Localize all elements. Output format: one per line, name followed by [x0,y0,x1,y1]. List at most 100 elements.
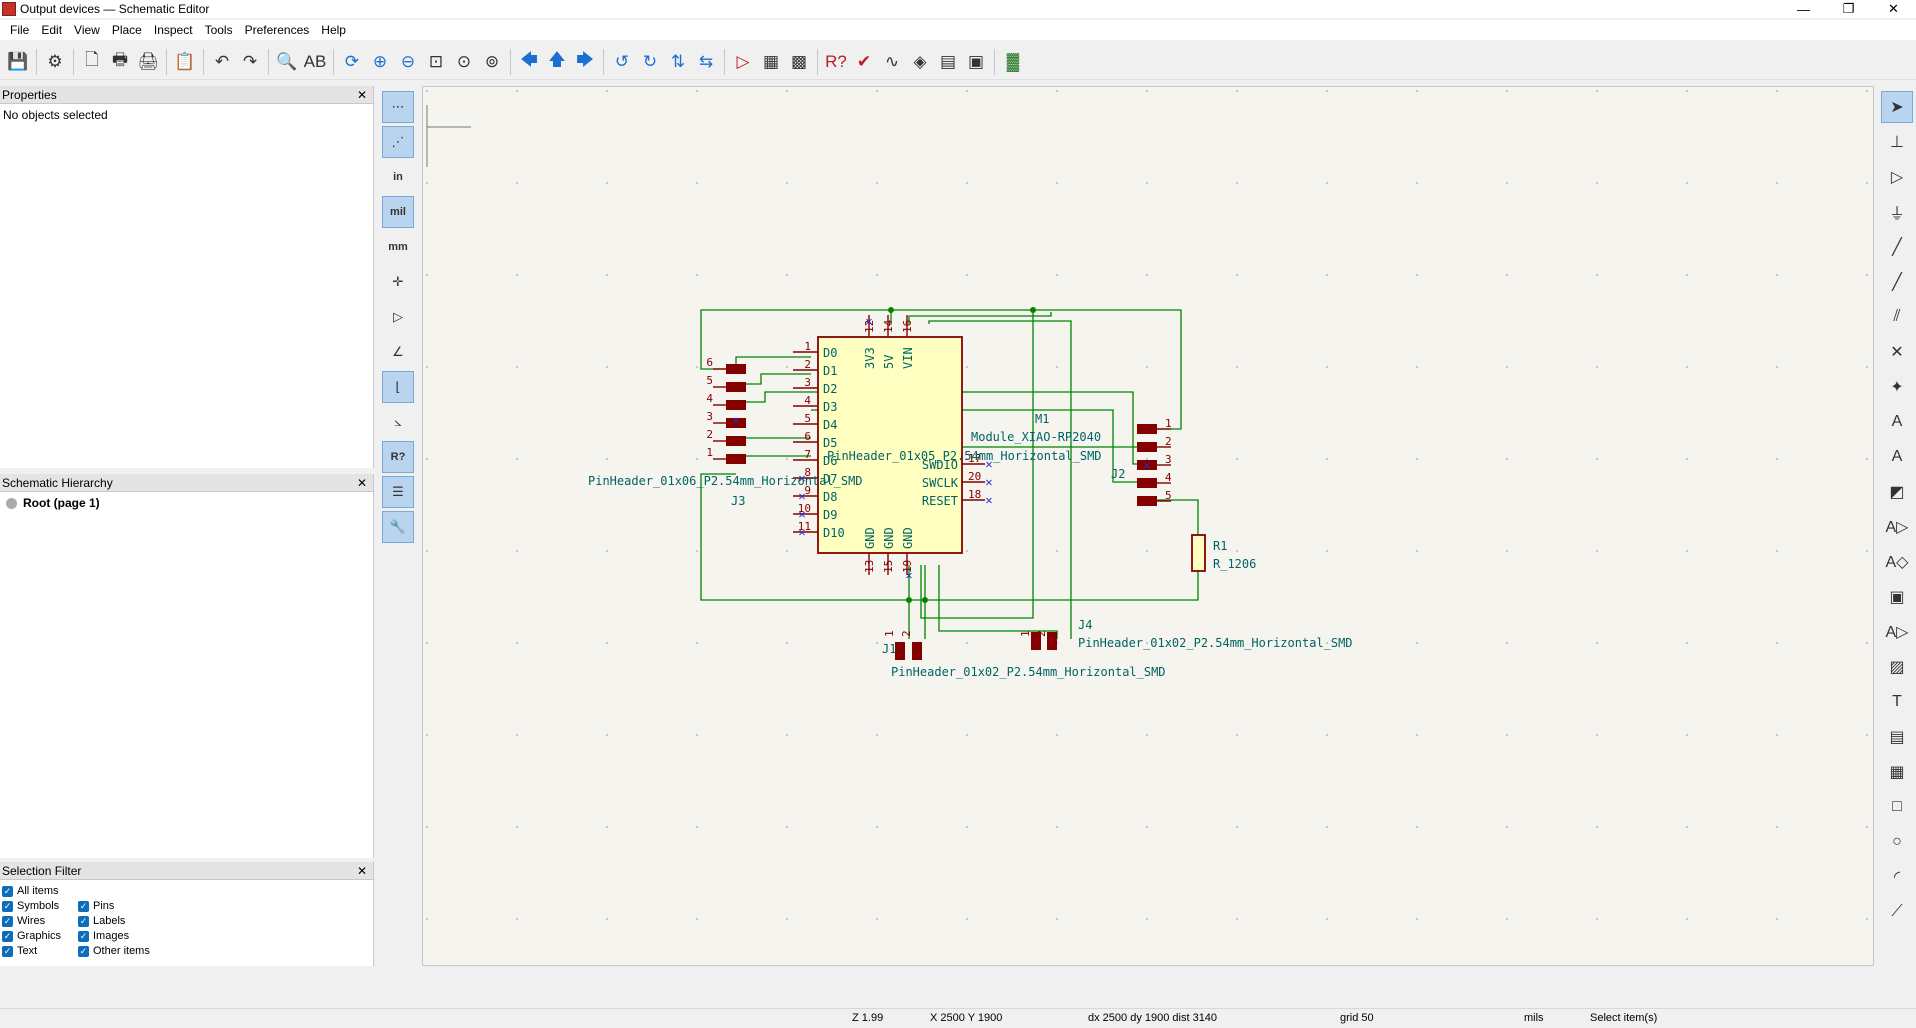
navigate-back-icon[interactable]: 🡄 [520,50,538,69]
add-power-icon[interactable]: ⏚ [1888,206,1905,223]
symbol-r1[interactable]: R1 R_1206 [1191,534,1256,572]
mirror-vertical-icon[interactable]: ⇅ [670,51,686,71]
menu-inspect[interactable]: Inspect [153,23,193,37]
grid-overrides-icon[interactable]: ⋰ [382,126,414,158]
directive-label-icon[interactable]: A◇ [1885,554,1909,571]
units-mm-icon[interactable]: mm [388,241,408,253]
add-table-icon[interactable]: ▦ [1889,764,1905,781]
erc-icon[interactable]: ✔ [856,51,872,71]
junction-icon[interactable]: ✦ [1890,379,1904,396]
paste-icon[interactable]: 📋 [174,51,196,71]
save-icon[interactable]: 💾 [7,51,29,71]
symbol-j3[interactable]: PinHeader_01x06_P2.54mm_Horizontal_SMD J… [588,356,863,508]
zoom-in-icon[interactable]: ⊕ [372,51,388,71]
add-line-icon[interactable]: ⟋ [1891,903,1903,920]
undo-icon[interactable]: ↶ [214,51,230,71]
hier-label-icon[interactable]: ◩ [1889,484,1905,501]
menu-view[interactable]: View [74,23,100,37]
menu-file[interactable]: File [10,23,30,37]
menu-tools[interactable]: Tools [204,23,233,37]
edit-fields-icon[interactable]: ▤ [939,51,957,71]
filter-pins[interactable]: ✓Pins [78,899,178,913]
symbol-library-icon[interactable]: ▦ [762,51,780,71]
restore-button[interactable]: ❐ [1842,1,1855,16]
assign-footprints-icon[interactable]: ◈ [913,51,927,71]
pcb-editor-icon[interactable]: ▓ [1006,51,1020,71]
filter-images[interactable]: ✓Images [78,929,178,943]
annotate-icon[interactable]: R? [825,51,847,71]
simulator-icon[interactable]: ∿ [884,51,900,71]
symbol-j1[interactable]: 1 2 PinHeader_01x02_P2.54mm_Horizontal_S… [882,630,1166,679]
no-connect-icon[interactable]: ✕ [1890,344,1904,361]
hierarchy-panel-icon[interactable]: ☰ [382,476,414,508]
select-icon[interactable]: ➤ [1881,91,1913,123]
add-image-icon[interactable]: ▨ [1889,659,1905,676]
hierarchy-root-item[interactable]: Root (page 1) [0,492,373,514]
refresh-icon[interactable]: ⟳ [344,51,360,71]
properties-close-icon[interactable]: ✕ [356,87,367,102]
add-textbox-icon[interactable]: ▤ [1889,729,1905,746]
zoom-out-icon[interactable]: ⊖ [400,51,416,71]
schematic-setup-icon[interactable]: ⚙ [47,51,63,71]
add-rectangle-icon[interactable]: □ [1892,798,1902,815]
symbol-editor-icon[interactable]: ▷ [736,51,750,71]
close-button[interactable]: ✕ [1888,1,1899,16]
menu-preferences[interactable]: Preferences [244,23,310,37]
redo-icon[interactable]: ↷ [242,51,258,71]
hierarchy-close-icon[interactable]: ✕ [356,475,367,490]
zoom-selection-icon[interactable]: ⊚ [484,51,500,71]
grid-dots-icon[interactable]: ⋯ [382,91,414,123]
menu-help[interactable]: Help [321,23,346,37]
sheet-pin-icon[interactable]: A▷ [1885,519,1909,536]
bus-entry-icon[interactable]: ⫽ [1893,308,1901,325]
filter-labels[interactable]: ✓Labels [78,914,178,928]
filter-symbols[interactable]: ✓Symbols [2,899,78,913]
add-sheet-icon[interactable]: ▣ [1889,589,1905,606]
rotate-cw-icon[interactable]: ↻ [642,51,658,71]
hidden-pins-icon[interactable]: ▷ [393,309,403,324]
line-free-angle-icon[interactable]: ∠ [392,344,404,359]
print-icon[interactable]: 🖶 [111,50,129,69]
highlight-net-icon[interactable]: ⊥ [1890,134,1904,151]
global-label-icon[interactable]: A [1891,448,1903,465]
line-90-icon[interactable]: ⌊ [382,371,414,403]
bom-icon[interactable]: ▣ [967,51,985,71]
line-45-icon[interactable]: ⦣ [394,414,402,429]
menu-place[interactable]: Place [111,23,142,37]
find-replace-icon[interactable]: AB [303,51,327,71]
plot-icon[interactable]: 🖨 [137,51,159,71]
symbol-j2[interactable]: PinHeader_01x05_P2.54mm_Horizontal_SMD J… [827,417,1172,506]
units-mils-icon[interactable]: mil [382,196,414,228]
add-circle-icon[interactable]: ○ [1892,833,1902,850]
navigate-up-icon[interactable]: 🡅 [548,50,566,69]
menu-edit[interactable]: Edit [41,23,63,37]
mirror-horizontal-icon[interactable]: ⇆ [698,51,714,71]
filter-text[interactable]: ✓Text [2,944,78,958]
navigate-forward-icon[interactable]: 🡆 [576,50,594,69]
add-wire-icon[interactable]: ╱ [1892,239,1902,256]
filter-wires[interactable]: ✓Wires [2,914,78,928]
zoom-fit-icon[interactable]: ⊡ [428,51,444,71]
import-sheet-pin-icon[interactable]: A▷ [1885,624,1909,641]
find-icon[interactable]: 🔍 [276,51,298,71]
zoom-objects-icon[interactable]: ⊙ [456,51,472,71]
add-arc-icon[interactable]: ◜ [1893,869,1901,886]
page-settings-icon[interactable]: 🗋 [85,50,99,69]
cursor-crosshair-icon[interactable]: ✛ [392,274,404,289]
net-label-icon[interactable]: A [1891,413,1903,430]
annotate-auto-icon[interactable]: R? [382,441,414,473]
properties-panel-icon[interactable]: 🔧 [382,511,414,543]
filter-close-icon[interactable]: ✕ [356,863,367,878]
add-symbol-icon[interactable]: ▷ [1890,169,1904,186]
symbol-j4[interactable]: 1 2 J4 PinHeader_01x02_P2.54mm_Horizonta… [1019,618,1353,650]
minimize-button[interactable]: — [1797,1,1810,17]
symbol-fields-icon[interactable]: ▩ [790,51,808,71]
filter-all-items[interactable]: ✓All items [2,884,78,898]
filter-other-items[interactable]: ✓Other items [78,944,178,958]
rotate-ccw-icon[interactable]: ↺ [614,51,630,71]
units-inches-icon[interactable]: in [393,171,403,183]
add-bus-icon[interactable]: ╱ [1892,274,1902,291]
